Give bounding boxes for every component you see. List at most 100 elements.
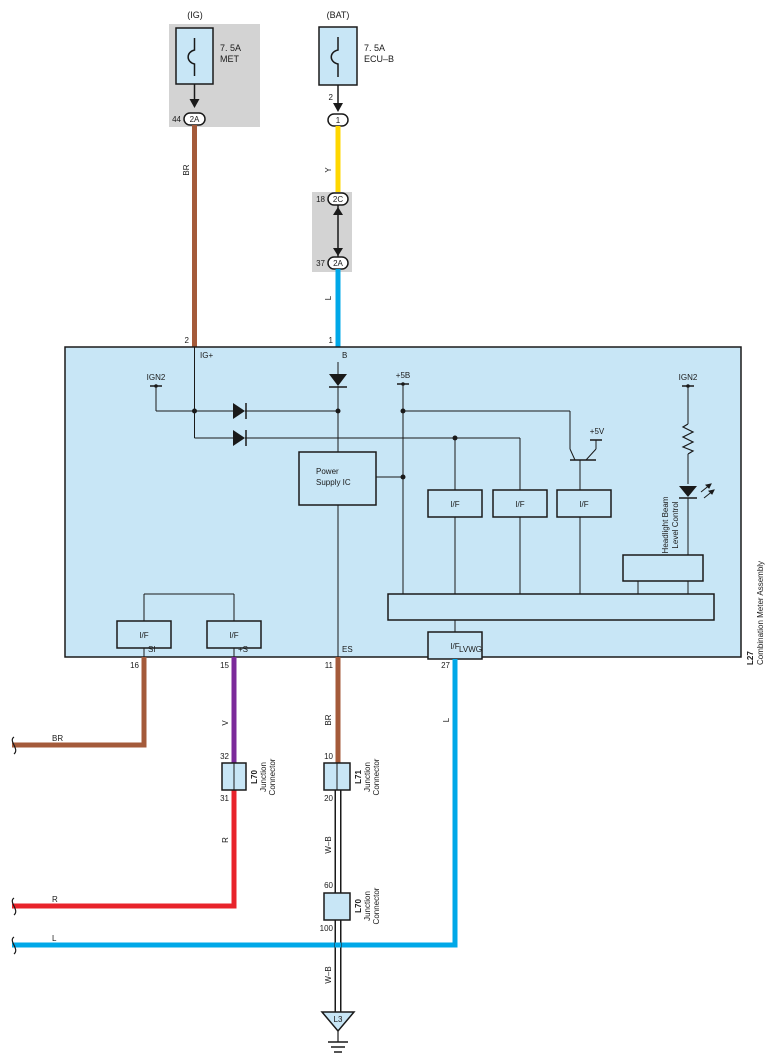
ign2-left-dot [154,384,158,388]
ground-l3: L3 [320,1011,356,1053]
pin-ig-name: IG+ [200,351,213,360]
combination-meter-assembly: 2 IG+ 1 B [64,336,765,665]
pin-lvwg-number: 27 [441,661,450,670]
connector-l70-upper-name2: Connector [268,758,277,795]
transistor-emitter-out [585,448,597,461]
wire-ig-label: BR [182,164,191,175]
ign2-right-dot [686,384,690,388]
connector-2c-code: 2C [333,195,343,204]
bat-connector-code: 1 [336,116,341,125]
if-block-si: I/F [116,620,172,649]
ig-connector-code: 2A [190,115,200,124]
diode-upper-icon [233,403,245,419]
wire-bat-lower-label: L [324,295,333,300]
pin-plus-s-name: +S [238,645,248,654]
resistor-icon [681,423,695,455]
ig-source-label: (IG) [187,10,203,20]
headlight-label-line1: Headlight Beam [661,496,670,553]
wire-es-upper-label: BR [324,714,333,725]
transistor-emitter-in [569,448,576,461]
ign2-right-label: IGN2 [679,373,698,382]
pin-b-number: 1 [329,336,334,345]
power-supply-ic-line1: Power [316,467,339,476]
if-block-1: I/F [427,489,483,518]
pin-es-number: 11 [325,661,334,670]
if-block-3: I/F [556,489,612,518]
junction-dot [335,408,341,414]
pin-plus-s-number: 15 [220,661,229,670]
pin-si-number: 16 [130,661,139,670]
bat-fuse: (BAT) 7. 5A ECU–B 2 1 [318,10,394,127]
if-block-plus-s: I/F [206,620,262,649]
wire-plus-s-upper-label: V [221,720,230,726]
headlight-control-block [622,554,704,582]
power-supply-ic [298,451,377,506]
plus5v-label: +5V [590,427,605,436]
bat-source-label: (BAT) [327,10,350,20]
ign2-left-label: IGN2 [147,373,166,382]
wire-lvwg-l [12,659,458,948]
wire-plus-s-r [12,790,237,909]
connector-l70-upper: 32 31 L70 Junction Connector [220,752,277,803]
pin-es-name: ES [342,645,353,654]
bat-fuse-name: ECU–B [364,54,394,64]
connector-l70-lower-code: L70 [354,899,363,913]
ig-fuse-element [187,38,196,76]
pin-lvwg-name: LVWG [459,645,482,654]
wire-lvwg-label: L [442,717,451,722]
led-emission-icon [700,483,715,499]
led-icon [679,486,697,497]
wire-es-lower-label: W–B [324,966,333,983]
pin-si-name: SI [148,645,156,654]
diode-lower-icon [233,430,245,446]
headlight-label-line2: Level Control [671,501,680,548]
wire-left-br-label: BR [52,734,63,743]
wire-break-icon [11,736,17,755]
if-label: I/F [579,500,588,509]
wire-break-icon [11,897,17,916]
connector-l70-upper-code: L70 [250,770,259,784]
wire-break-icon [11,936,17,955]
connector-l71-name2: Connector [372,758,381,795]
power-supply-ic-line2: Supply IC [316,478,351,487]
connector-l71: 10 20 L71 Junction Connector [323,752,381,803]
bat-fuse-pin: 2 [329,93,334,102]
ig-arrow-icon [189,99,200,108]
if-label: I/F [139,631,148,640]
if-label: I/F [450,642,459,651]
arrow-up-icon [333,207,343,215]
junction-2c-2a: 2C 18 2A 37 [312,192,352,272]
bat-arrow-icon [333,103,343,112]
wire-plus-s-lower-label: R [221,837,230,843]
wire-break-icons [11,736,17,955]
diode-b-icon [329,374,347,386]
connector-l70-lower-name1: Junction [363,891,372,921]
ig-fuse-name: MET [220,54,240,64]
pin-ig-number: 2 [185,336,190,345]
connector-2c-pin: 18 [316,195,325,204]
connector-l70-upper-pin-bottom: 31 [220,794,229,803]
pin-b-name: B [342,351,347,360]
connector-l71-name1: Junction [363,762,372,792]
internal-bus [387,593,715,621]
ground-code: L3 [334,1015,343,1024]
ig-fuse-panel: (IG) 7. 5A MET 2A 44 [169,10,260,127]
connector-l70-upper-pin-top: 32 [220,752,229,761]
if-label: I/F [515,500,524,509]
bat-fuse-element [330,37,339,77]
if-label: I/F [229,631,238,640]
connector-l71-pin-bottom: 20 [324,794,333,803]
connector-l70-lower-name2: Connector [372,887,381,924]
plus5b-dot [401,382,405,386]
ground-triangle [320,1011,356,1033]
wire-left-r-label: R [52,895,58,904]
wire-left-l-label: L [52,934,57,943]
assembly-code: L27 [746,651,755,665]
if-label: I/F [450,500,459,509]
assembly-name: Combination Meter Assembly [756,561,765,665]
connector-l70-lower-pin-top: 60 [324,881,333,890]
connector-2a-code: 2A [333,259,343,268]
junction-dot [400,474,406,480]
connector-l70-upper-name1: Junction [259,762,268,792]
